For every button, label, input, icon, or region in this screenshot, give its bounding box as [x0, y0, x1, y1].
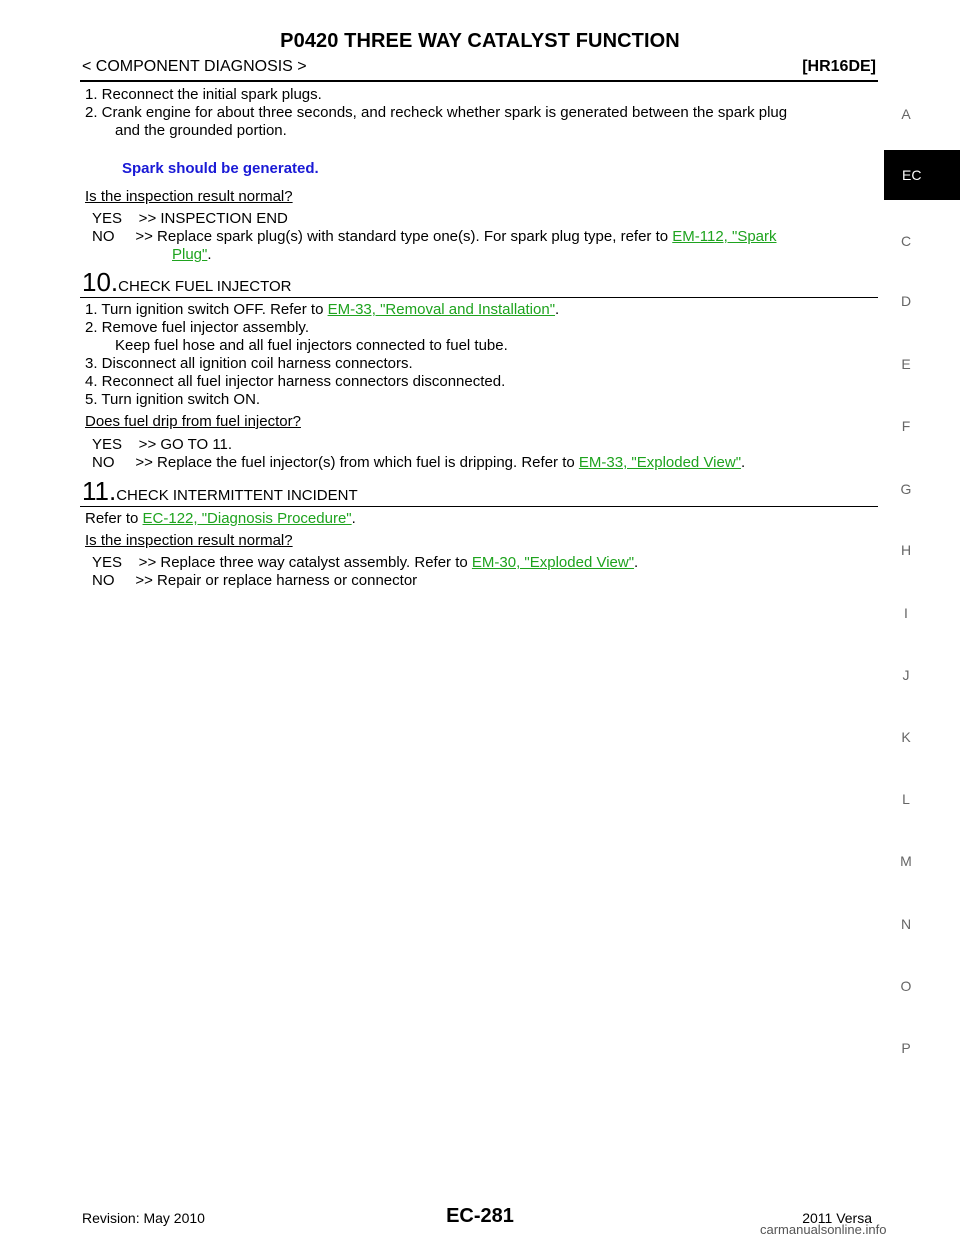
step9-question: Is the inspection result normal? — [85, 188, 293, 205]
step10-rule — [80, 297, 878, 298]
page-number: EC-281 — [446, 1205, 514, 1227]
step10-line5: 5. Turn ignition switch ON. — [85, 391, 261, 408]
page-title: P0420 THREE WAY CATALYST FUNCTION — [280, 30, 680, 52]
step9-expected-result: Spark should be generated. — [122, 160, 319, 177]
step10-number: 10.CHECK FUEL INJECTOR — [82, 269, 292, 300]
step10-question: Does fuel drip from fuel injector? — [85, 413, 301, 430]
step11-yes-text: YES >> Replace three way catalyst assemb… — [92, 554, 472, 571]
step9-no-cont: Plug". — [172, 246, 212, 264]
section-label: < COMPONENT DIAGNOSIS > — [82, 58, 307, 75]
step10-line4: 4. Reconnect all fuel injector harness c… — [85, 373, 506, 390]
step9-yes: YES >> INSPECTION END — [92, 210, 288, 227]
side-index-l[interactable]: L — [902, 791, 910, 807]
side-index-h[interactable]: H — [900, 542, 912, 558]
step10-l1-suffix: . — [555, 301, 560, 318]
step11-ref-suffix: . — [351, 510, 356, 527]
side-index-d[interactable]: D — [900, 293, 912, 309]
step10-line2: 2. Remove fuel injector assembly. — [85, 319, 309, 336]
step10-yes: YES >> GO TO 11. — [92, 436, 233, 453]
model-year: 2011 Versa — [802, 1210, 872, 1226]
link-em-33-removal-installation[interactable]: EM-33, "Removal and Installation" — [327, 301, 556, 318]
step10-line2b: Keep fuel hose and all fuel injectors co… — [115, 337, 508, 354]
header-rule — [80, 80, 878, 82]
step11-title: CHECK INTERMITTENT INCIDENT — [116, 487, 358, 504]
step10-title: CHECK FUEL INJECTOR — [118, 278, 292, 295]
step10-line1: 1. Turn ignition switch OFF. Refer to EM… — [85, 301, 559, 319]
step10-line3: 3. Disconnect all ignition coil harness … — [85, 355, 413, 372]
side-index-j[interactable]: J — [902, 667, 910, 683]
step11-ref-text: Refer to — [85, 510, 143, 527]
side-index-i[interactable]: I — [904, 605, 908, 621]
step11-num: 11. — [82, 476, 117, 506]
watermark: carmanualsonline.info — [760, 1222, 887, 1237]
step11-yes: YES >> Replace three way catalyst assemb… — [92, 554, 638, 572]
step9-line2: 2. Crank engine for about three seconds,… — [85, 104, 788, 121]
step10-no-suffix: . — [741, 454, 746, 471]
step11-yes-suffix: . — [634, 554, 639, 571]
side-index-a[interactable]: A — [901, 106, 911, 122]
link-em-112-spark-plug-cont[interactable]: Plug" — [172, 246, 208, 263]
step10-no-text: NO >> Replace the fuel injector(s) from … — [92, 454, 579, 471]
link-em-112-spark-plug[interactable]: EM-112, "Spark — [672, 228, 777, 245]
step11-number: 11.CHECK INTERMITTENT INCIDENT — [82, 478, 358, 509]
step11-ref: Refer to EC-122, "Diagnosis Procedure". — [85, 510, 356, 528]
side-index-m[interactable]: M — [900, 853, 912, 869]
side-index-g[interactable]: G — [900, 481, 912, 497]
step11-no: NO >> Repair or replace harness or conne… — [92, 572, 418, 589]
step10-num: 10. — [82, 267, 119, 297]
side-index-e[interactable]: E — [901, 356, 911, 372]
step11-question: Is the inspection result normal? — [85, 532, 293, 549]
step9-line1: 1. Reconnect the initial spark plugs. — [85, 86, 322, 103]
side-index-k[interactable]: K — [901, 729, 911, 745]
revision-date: Revision: May 2010 — [82, 1210, 205, 1226]
step10-no: NO >> Replace the fuel injector(s) from … — [92, 454, 745, 472]
side-index-o[interactable]: O — [900, 978, 912, 994]
step9-no: NO >> Replace spark plug(s) with standar… — [92, 228, 882, 246]
link-ec-122-diagnosis-procedure[interactable]: EC-122, "Diagnosis Procedure" — [142, 510, 352, 527]
step9-no-suffix: . — [207, 246, 212, 263]
link-em-30-exploded-view[interactable]: EM-30, "Exploded View" — [471, 554, 635, 571]
step11-rule — [80, 506, 878, 507]
section-tab-ec[interactable]: EC — [884, 150, 960, 200]
side-index-n[interactable]: N — [900, 916, 912, 932]
link-em-33-exploded-view[interactable]: EM-33, "Exploded View" — [578, 454, 742, 471]
side-index-f[interactable]: F — [901, 418, 911, 434]
engine-code: [HR16DE] — [802, 58, 876, 75]
side-index-c[interactable]: C — [900, 233, 912, 249]
side-index-p[interactable]: P — [901, 1040, 911, 1056]
step9-no-text: NO >> Replace spark plug(s) with standar… — [92, 228, 673, 245]
step9-line2b: and the grounded portion. — [115, 122, 287, 139]
step10-l1-text: 1. Turn ignition switch OFF. Refer to — [85, 301, 328, 318]
